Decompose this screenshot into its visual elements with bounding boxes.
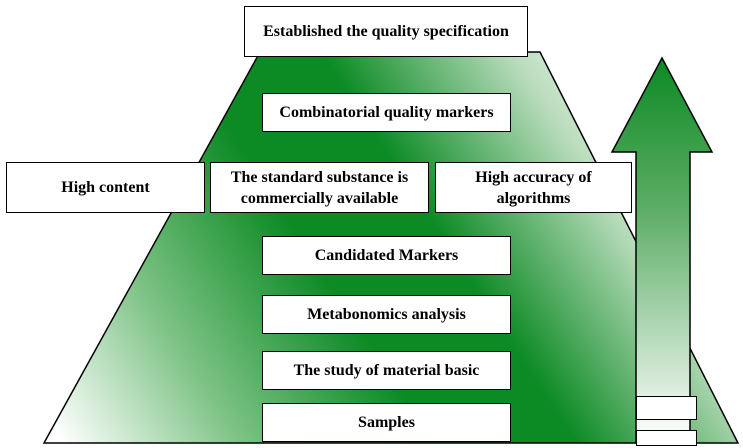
- standard-substance-box: The standard substance is commercially a…: [210, 162, 429, 213]
- combinatorial-quality-markers-box: Combinatorial quality markers: [262, 93, 511, 132]
- arrow-segment-box: [636, 396, 697, 420]
- material-basic-study-box: The study of material basic: [262, 351, 511, 390]
- algorithm-accuracy-box: High accuracy of algorithms: [435, 162, 632, 213]
- samples-box: Samples: [262, 403, 511, 442]
- high-content-box: High content: [6, 162, 205, 213]
- metabonomics-analysis-box: Metabonomics analysis: [262, 295, 511, 334]
- candidated-markers-box: Candidated Markers: [262, 236, 511, 275]
- quality-specification-box: Established the quality specification: [244, 6, 528, 57]
- arrow-segment-box: [636, 430, 697, 446]
